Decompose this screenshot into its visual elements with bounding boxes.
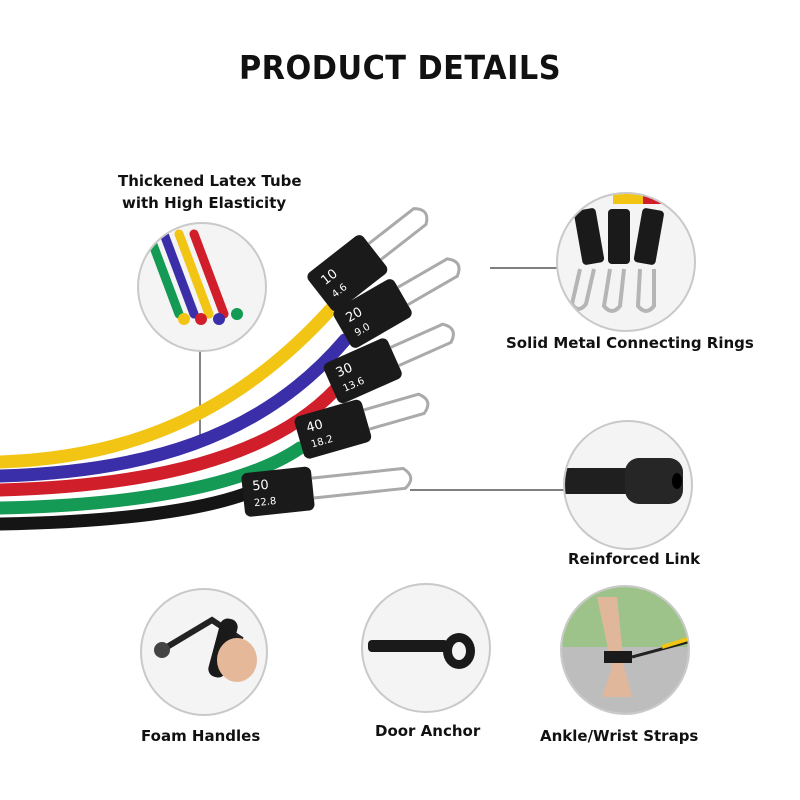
band-tube-black [0,487,252,531]
reinforced-link-closeup [563,420,693,550]
door-anchor-closeup [361,583,491,713]
page-title: PRODUCT DETAILS [238,48,562,87]
metal-rings-label: Solid Metal Connecting Rings [506,334,754,352]
reinforced-link-label: Reinforced Link [568,550,701,568]
band-lbs-text: 30 [334,361,355,381]
ankle-straps-closeup [560,585,690,715]
door-anchor-label: Door Anchor [375,722,481,740]
resistance-bands-image: 10 4.6 20 9.0 30 13.6 40 18.2 50 22.8 [0,207,461,531]
latex-tube-label-line1: Thickened Latex Tube [118,172,302,190]
band-tag-30: 30 13.6 [323,322,455,404]
band-lbs-text: 40 [305,417,325,436]
band-tag-10: 10 4.6 [307,207,429,312]
band-tube-yellow [0,303,337,469]
band-lbs-text: 20 [343,305,365,326]
latex-tube-closeup [137,222,267,352]
latex-tube-label-line2: with High Elasticity [122,194,287,212]
band-lbs-text: 50 [252,478,270,495]
foam-handles-label: Foam Handles [141,727,261,745]
band-tag-20: 20 9.0 [333,257,461,348]
band-tag-40: 40 18.2 [294,392,430,459]
ankle-straps-label: Ankle/Wrist Straps [540,727,699,745]
band-tag-50: 50 22.8 [241,466,413,517]
metal-rings-closeup [556,192,696,332]
foam-handles-closeup [140,588,268,716]
band-tube-blue [0,333,352,483]
band-tube-green [0,441,307,515]
band-kg-text: 22.8 [254,496,277,509]
